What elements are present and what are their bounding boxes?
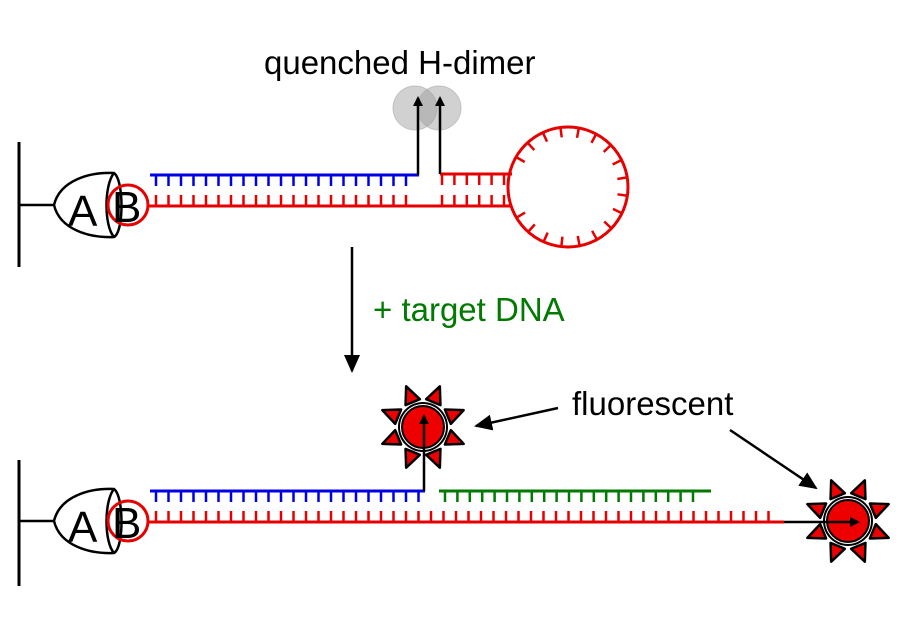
probe-a-label-top: A: [68, 187, 98, 236]
fluorescent-label: fluorescent: [572, 385, 733, 422]
probe-a-label-bottom: A: [68, 503, 98, 552]
probe-strand-ticks-bottom: [154, 511, 770, 522]
bottom-state: A B fluorescent: [17, 385, 890, 586]
fluor-ray: [424, 447, 442, 469]
loop-tick: [576, 235, 581, 247]
loop-tick: [515, 155, 526, 164]
loop-tick: [603, 220, 613, 230]
quencher-strand-ticks-bottom: [154, 491, 420, 502]
loop-tick: [612, 158, 623, 166]
probe-a-shape-top: [52, 171, 123, 239]
hairpin-loop: [506, 125, 630, 249]
pointer-arrow-2: [729, 428, 818, 490]
loop-tick: [617, 193, 628, 198]
fluor-ray: [868, 502, 890, 520]
fluor-ray: [443, 428, 465, 446]
fluor-ray: [806, 502, 828, 520]
probe-a-shape-bottom: [52, 487, 123, 555]
target-dna-label: + target DNA: [373, 291, 565, 328]
loop-tick: [612, 207, 623, 215]
fluor-ray: [829, 479, 847, 501]
loop-tick: [602, 144, 612, 153]
fluor-ray: [443, 408, 465, 426]
loop-tick: [560, 236, 564, 247]
top-state: A B quenched H-dimer: [17, 44, 630, 267]
pointer-arrow-1: [474, 406, 559, 431]
fluor-ray: [806, 522, 828, 540]
fluor-ray: [829, 541, 847, 563]
fluor-ray: [404, 447, 422, 469]
fluor-ray: [381, 408, 403, 426]
fluor-ray: [424, 385, 442, 407]
loop-tick: [515, 211, 526, 219]
hairpin-loop-ticks: [515, 127, 628, 247]
fluor-ray: [404, 385, 422, 407]
loop-tick: [590, 230, 599, 241]
loop-tick: [617, 176, 628, 181]
dye-gray-1: [392, 85, 438, 131]
loop-tick: [527, 223, 536, 233]
loop-tick: [541, 132, 549, 143]
fluor-ray: [381, 428, 403, 446]
quenched-label: quenched H-dimer: [264, 44, 535, 81]
hairpin-arm-ticks: [440, 174, 506, 185]
loop-tick: [526, 141, 536, 151]
loop-tick: [542, 232, 549, 243]
loop-tick: [559, 127, 563, 138]
fluor-ray: [849, 541, 867, 563]
probe-b-label-top: B: [112, 183, 141, 232]
loop-tick: [590, 133, 598, 144]
probe-strand-ticks-top: [154, 195, 506, 206]
quencher-strand-ticks-top: [154, 175, 408, 186]
target-strand-ticks: [443, 491, 695, 502]
loop-tick: [575, 127, 581, 139]
fluor-ray: [868, 522, 890, 540]
probe-b-label-bottom: B: [112, 499, 141, 548]
fluor-ray: [849, 479, 867, 501]
